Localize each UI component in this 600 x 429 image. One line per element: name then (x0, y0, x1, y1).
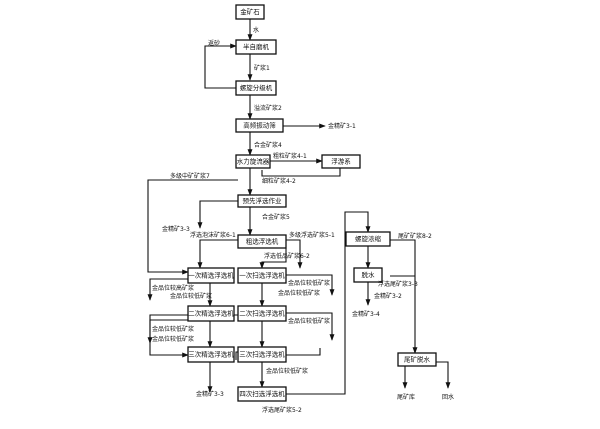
label-gold-conc-3-3b: 金精矿3-3 (196, 390, 224, 398)
label-gold-low-g: 金品位较低矿浆 (152, 335, 194, 343)
label-gold-low-h: 金品位较低矿浆 (266, 367, 308, 375)
label-low-grade-3-3: 浮选尾矿浆3-3 (378, 280, 418, 288)
box-clean3: 三次精选浮选机 (187, 346, 235, 363)
box-semi-ag-mill: 半自磨机 (235, 39, 277, 55)
box-clean3-label: 三次精选浮选机 (188, 350, 234, 359)
box-reprocess: 浮游系 (321, 154, 361, 169)
box-cyclone-label: 螺旋分级机 (240, 83, 273, 92)
label-gold-low-c: 金品位较低矿浆 (288, 279, 330, 287)
box-pre-flotation: 预先浮选作业 (237, 194, 287, 208)
label-return-water: 回水 (442, 393, 454, 401)
box-tail-dewater: 尾矿脱水 (397, 352, 437, 367)
box-hi-freq-screen-label: 高频振动筛 (243, 121, 276, 130)
box-filter: 脱水 (353, 267, 383, 283)
label-gold-low-d: 金品位较低矿浆 (278, 289, 320, 297)
box-scav1-label: 一次扫选浮选机 (239, 271, 285, 280)
box-clean1: 一次精选浮选机 (187, 267, 235, 284)
box-hydrocyclone-label: 水力旋流器 (237, 157, 270, 166)
label-gold-low-b: 金品位较低矿浆 (170, 292, 212, 300)
flow-labels: 水 返砂 矿浆1 溢流矿浆2 金精矿3-1 合金矿浆4 粗粒矿浆4-1 多级中矿… (152, 26, 454, 414)
label-gold-conc-3-1: 金精矿3-1 (328, 122, 356, 130)
box-thickener-label: 螺旋浓缩 (355, 234, 382, 243)
box-scav4-label: 四次扫选浮选机 (239, 389, 285, 398)
label-overflow-4-1: 粗粒矿浆4-1 (273, 152, 307, 160)
label-tail-slurry-8-2: 尾矿矿浆8-2 (398, 232, 432, 240)
label-gold-low-a: 金品位较高矿浆 (152, 284, 194, 292)
box-semi-ag-mill-label: 半自磨机 (243, 42, 270, 51)
box-hydrocyclone: 水力旋流器 (235, 154, 271, 169)
label-slurry1: 矿浆1 (254, 64, 270, 72)
label-gold-conc-3-3: 金精矿3-3 (162, 225, 190, 233)
box-clean1-label: 一次精选浮选机 (188, 271, 234, 280)
box-clean2: 二次精选浮选机 (187, 305, 235, 322)
box-rough-flotation-label: 粗选浮选机 (246, 237, 279, 246)
box-scav1: 一次扫选浮选机 (237, 267, 287, 284)
box-hi-freq-screen: 高频振动筛 (235, 118, 284, 133)
label-gold-low-e: 金品位较低矿浆 (152, 325, 194, 333)
label-float-conc-6-1: 浮选泡沫矿浆6-1 (190, 231, 236, 239)
label-float-tail-6-2: 浮选低品矿浆6-2 (264, 252, 310, 260)
label-slurry4: 合金矿浆4 (254, 141, 282, 149)
label-float-tail-5-1: 多级浮选矿浆5-1 (289, 231, 335, 239)
label-water: 水 (253, 26, 259, 34)
box-tail-dewater-label: 尾矿脱水 (404, 355, 431, 364)
box-scav2: 二次扫选浮选机 (237, 305, 287, 322)
box-scav2-label: 二次扫选浮选机 (239, 309, 285, 318)
box-thickener: 螺旋浓缩 (345, 231, 391, 247)
box-scav3: 三次扫选浮选机 (237, 346, 287, 363)
label-middling-ore-7: 多级中矿矿浆7 (170, 172, 210, 180)
label-gold-conc-3-2: 金精矿3-2 (374, 292, 402, 300)
label-tailings: 尾矿库 (397, 393, 415, 401)
box-ore-label: 金矿石 (240, 7, 260, 16)
box-rough-flotation: 粗选浮选机 (237, 234, 287, 249)
box-ore: 金矿石 (235, 4, 265, 20)
label-gold-conc-3-4: 金精矿3-4 (352, 310, 380, 318)
label-gold-low-f: 金品位较低矿浆 (288, 317, 330, 325)
box-clean2-label: 二次精选浮选机 (188, 309, 234, 318)
box-scav3-label: 三次扫选浮选机 (239, 350, 285, 359)
label-slurry5: 合金矿浆5 (262, 213, 290, 221)
flow-connectors (147, 19, 451, 395)
label-returned-sand: 返砂 (208, 39, 220, 47)
box-filter-label: 脱水 (362, 270, 376, 279)
box-pre-flotation-label: 预先浮选作业 (243, 196, 283, 205)
label-fine-4-2: 细粒矿浆4-2 (262, 177, 296, 185)
box-cyclone: 螺旋分级机 (235, 80, 277, 96)
label-slurry2: 溢流矿浆2 (254, 104, 282, 112)
label-float-tail-5-2: 浮选尾矿浆5-2 (262, 406, 302, 414)
box-scav4: 四次扫选浮选机 (237, 386, 287, 402)
box-reprocess-label: 浮游系 (331, 157, 351, 166)
